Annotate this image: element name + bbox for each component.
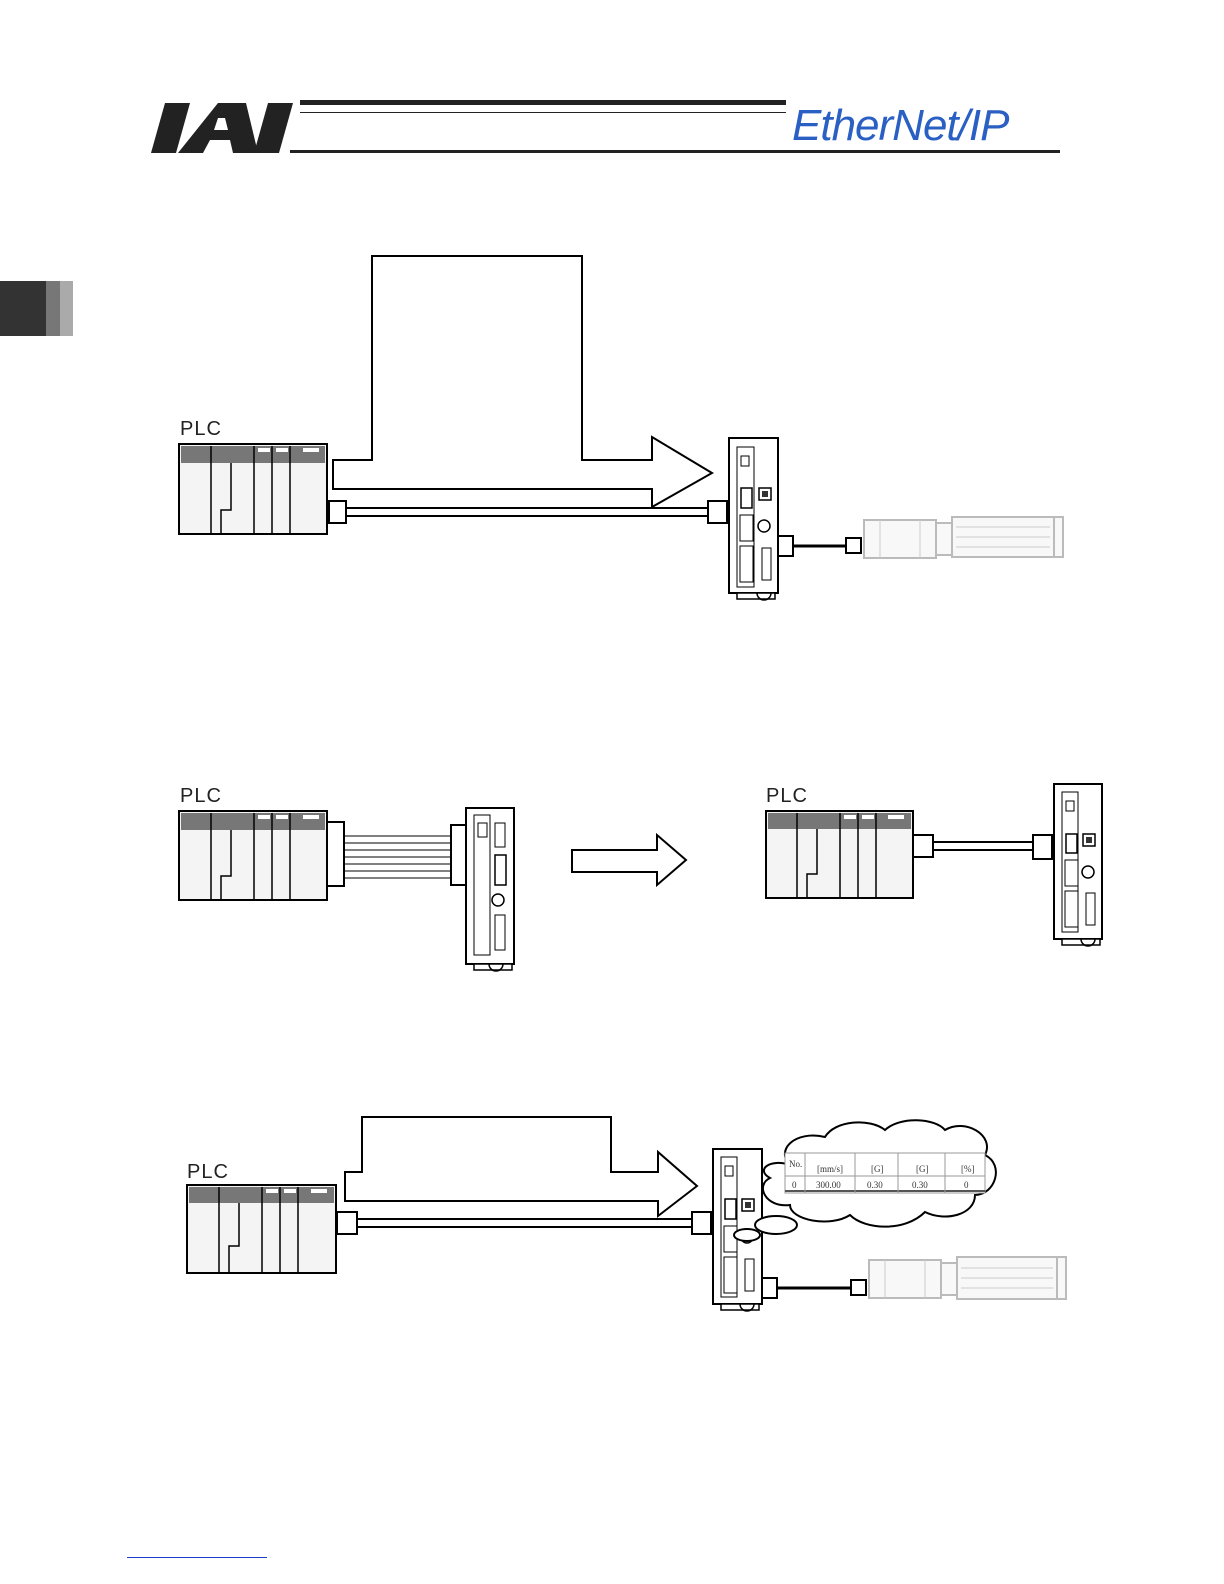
plc-unit	[187, 1185, 336, 1273]
table-header-no: No.	[789, 1159, 802, 1169]
table-cell-no: 0	[792, 1180, 797, 1190]
table-header-speed: [mm/s]	[817, 1164, 843, 1174]
position-table-text: No. [mm/s] [G] [G] [%] 0 300.00 0.30 0.3…	[785, 1153, 985, 1193]
table-header-push: [%]	[961, 1164, 975, 1174]
table-cell-speed: 300.00	[816, 1180, 841, 1190]
footer-link[interactable]	[127, 1557, 267, 1558]
actuator	[869, 1257, 1066, 1299]
table-cell-decel: 0.30	[912, 1180, 928, 1190]
table-cell-push: 0	[964, 1180, 969, 1190]
table-cell-accel: 0.30	[867, 1180, 883, 1190]
table-header-decel: [G]	[916, 1164, 929, 1174]
table-header-accel: [G]	[871, 1164, 884, 1174]
